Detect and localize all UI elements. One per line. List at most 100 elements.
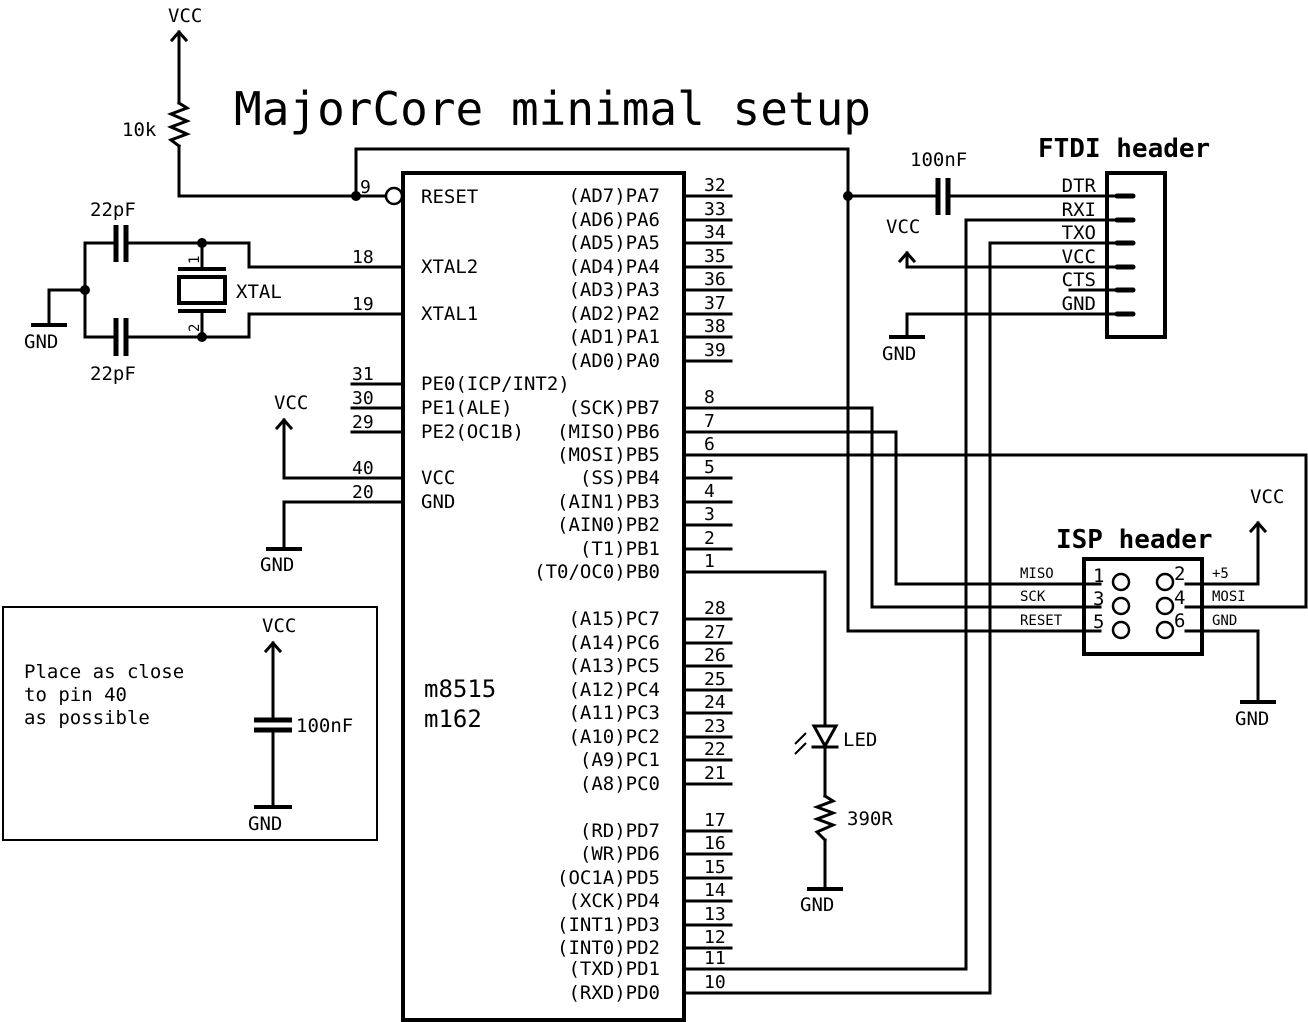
- pin-num-11: 11: [704, 948, 726, 969]
- led-branch: LED 390R GND: [682, 570, 893, 916]
- gnd-label-xtal: GND: [24, 331, 58, 353]
- pin-label--ad2-pa2: (AD2)PA2: [568, 303, 660, 325]
- ftdi-title: FTDI header: [1038, 134, 1210, 164]
- pin-num-23: 23: [704, 716, 726, 737]
- pin-num-15: 15: [704, 857, 726, 878]
- pin-num-6: 6: [704, 434, 715, 455]
- ftdi-label-cts: CTS: [1062, 269, 1096, 291]
- pin-label--oc1a-pd5: (OC1A)PD5: [557, 867, 660, 889]
- pin-num-25: 25: [704, 669, 726, 690]
- pin-num-32: 32: [704, 175, 726, 196]
- pin-num-1: 1: [704, 551, 715, 572]
- pin-label--rxd-pd0: (RXD)PD0: [568, 982, 660, 1004]
- pin-num-26: 26: [704, 645, 726, 666]
- pin-label--a15-pc7: (A15)PC7: [568, 608, 660, 630]
- led-label: LED: [843, 729, 877, 751]
- pin-num-3: 3: [704, 504, 715, 525]
- pin-num-13: 13: [704, 904, 726, 925]
- note-line-2: to pin 40: [24, 684, 127, 706]
- pin-label-pe0: PE0(ICP/INT2): [421, 373, 570, 395]
- ftdi-label-dtr: DTR: [1062, 175, 1097, 197]
- isp-pin-3-hole: [1111, 596, 1131, 616]
- crystal-pin-2: 2: [187, 324, 203, 332]
- ftdi-label-gnd: GND: [1062, 293, 1096, 315]
- pin-label--a9-pc1: (A9)PC1: [580, 749, 660, 771]
- reset-inverted-bubble: [384, 186, 404, 206]
- ftdi-connector-body: [1105, 171, 1167, 339]
- isp-pin-5-hole: [1111, 620, 1131, 640]
- isp-pin-num-2: 2: [1174, 563, 1185, 585]
- isp-pin-num-1: 1: [1093, 565, 1104, 587]
- pin-num-33: 33: [704, 199, 726, 220]
- pin-label--int1-pd3: (INT1)PD3: [557, 914, 660, 936]
- pin-label--miso-pb6: (MISO)PB6: [557, 421, 660, 443]
- isp-label-5v: +5: [1212, 566, 1229, 582]
- decoupling-note: Place as close to pin 40 as possible VCC…: [2, 606, 378, 841]
- note-line-3: as possible: [24, 707, 150, 729]
- isp-pin-2-hole: [1155, 572, 1175, 592]
- pin-label--rd-pd7: (RD)PD7: [580, 820, 660, 842]
- vcc-label-reset: VCC: [168, 5, 202, 27]
- pin-label-reset: RESET: [421, 186, 478, 208]
- pin-label-gnd: GND: [421, 491, 455, 513]
- pin-num-17: 17: [704, 810, 726, 831]
- chip-name-1: m8515: [424, 675, 496, 703]
- pin-label--ad4-pa4: (AD4)PA4: [568, 256, 660, 278]
- isp-pin-num-4: 4: [1174, 587, 1185, 609]
- pin-num-16: 16: [704, 833, 726, 854]
- pin-num-5: 5: [704, 457, 715, 478]
- dtr-cap-label: 100nF: [910, 149, 967, 171]
- note-line-1: Place as close: [24, 661, 184, 683]
- pin-num-30: 30: [352, 388, 374, 409]
- decoupling-cap-label: 100nF: [296, 715, 353, 737]
- isp-header: ISP header VCC GND 1 2 3 4 5 6 MISO +5 S…: [682, 406, 1308, 730]
- ftdi-label-rxi: RXI: [1062, 199, 1096, 221]
- pin-num-19: 19: [352, 294, 374, 315]
- crystal-label: XTAL: [236, 281, 282, 303]
- gnd-label-decoupling: GND: [248, 813, 282, 835]
- gnd-label-led: GND: [800, 894, 834, 916]
- pin-num-35: 35: [704, 246, 726, 267]
- pin-num-8: 8: [704, 387, 715, 408]
- isp-pin-num-5: 5: [1093, 611, 1104, 633]
- pin-num-37: 37: [704, 293, 726, 314]
- pin-label--xck-pd4: (XCK)PD4: [568, 890, 660, 912]
- pin-num-12: 12: [704, 927, 726, 948]
- pin-label--t0-oc0-pb0: (T0/OC0)PB0: [534, 561, 660, 583]
- reset-network: VCC 10k: [122, 5, 1102, 633]
- pin-label--ad3-pa3: (AD3)PA3: [568, 279, 660, 301]
- pin-label--sck-pb7: (SCK)PB7: [568, 397, 660, 419]
- pin-num-9: 9: [360, 177, 371, 198]
- pin-num-34: 34: [704, 222, 726, 243]
- pin-num-4: 4: [704, 481, 715, 502]
- ftdi-label-vcc: VCC: [1062, 246, 1096, 268]
- pin-label--txd-pd1: (TXD)PD1: [568, 958, 660, 980]
- pin-label--ad7-pa7: (AD7)PA7: [568, 185, 660, 207]
- pin-label--ain1-pb3: (AIN1)PB3: [557, 491, 660, 513]
- left-pin-stubs: [350, 382, 405, 434]
- vcc-label-pin40: VCC: [274, 392, 308, 414]
- cap-22pf-bottom-label: 22pF: [90, 363, 136, 385]
- gnd-label-ftdi: GND: [882, 343, 916, 365]
- ftdi-label-txo: TXO: [1062, 222, 1096, 244]
- pin-label--ad6-pa6: (AD6)PA6: [568, 209, 660, 231]
- isp-label-reset: RESET: [1020, 613, 1063, 629]
- pin-label--a12-pc4: (A12)PC4: [568, 679, 660, 701]
- pin-label--int0-pd2: (INT0)PD2: [557, 937, 660, 959]
- isp-pin-4-hole: [1155, 596, 1175, 616]
- isp-label-mosi: MOSI: [1212, 589, 1246, 605]
- chip-name-2: m162: [424, 705, 482, 733]
- isp-pin-6-hole: [1155, 620, 1175, 640]
- pin-label-pe1: PE1(ALE): [421, 397, 513, 419]
- left-pin-labels: RESET XTAL2 XTAL1 PE0(ICP/INT2) PE1(ALE)…: [421, 186, 570, 513]
- isp-label-gnd: GND: [1212, 613, 1237, 629]
- isp-label-sck: SCK: [1020, 589, 1046, 605]
- pin-num-38: 38: [704, 316, 726, 337]
- resistor-10k-label: 10k: [122, 119, 157, 141]
- crystal-icon: [177, 275, 227, 305]
- vcc-label-ftdi: VCC: [886, 216, 920, 238]
- pin-label-xtal1: XTAL1: [421, 303, 478, 325]
- cap-22pf-top-label: 22pF: [90, 199, 136, 221]
- pin-label--a14-pc6: (A14)PC6: [568, 632, 660, 654]
